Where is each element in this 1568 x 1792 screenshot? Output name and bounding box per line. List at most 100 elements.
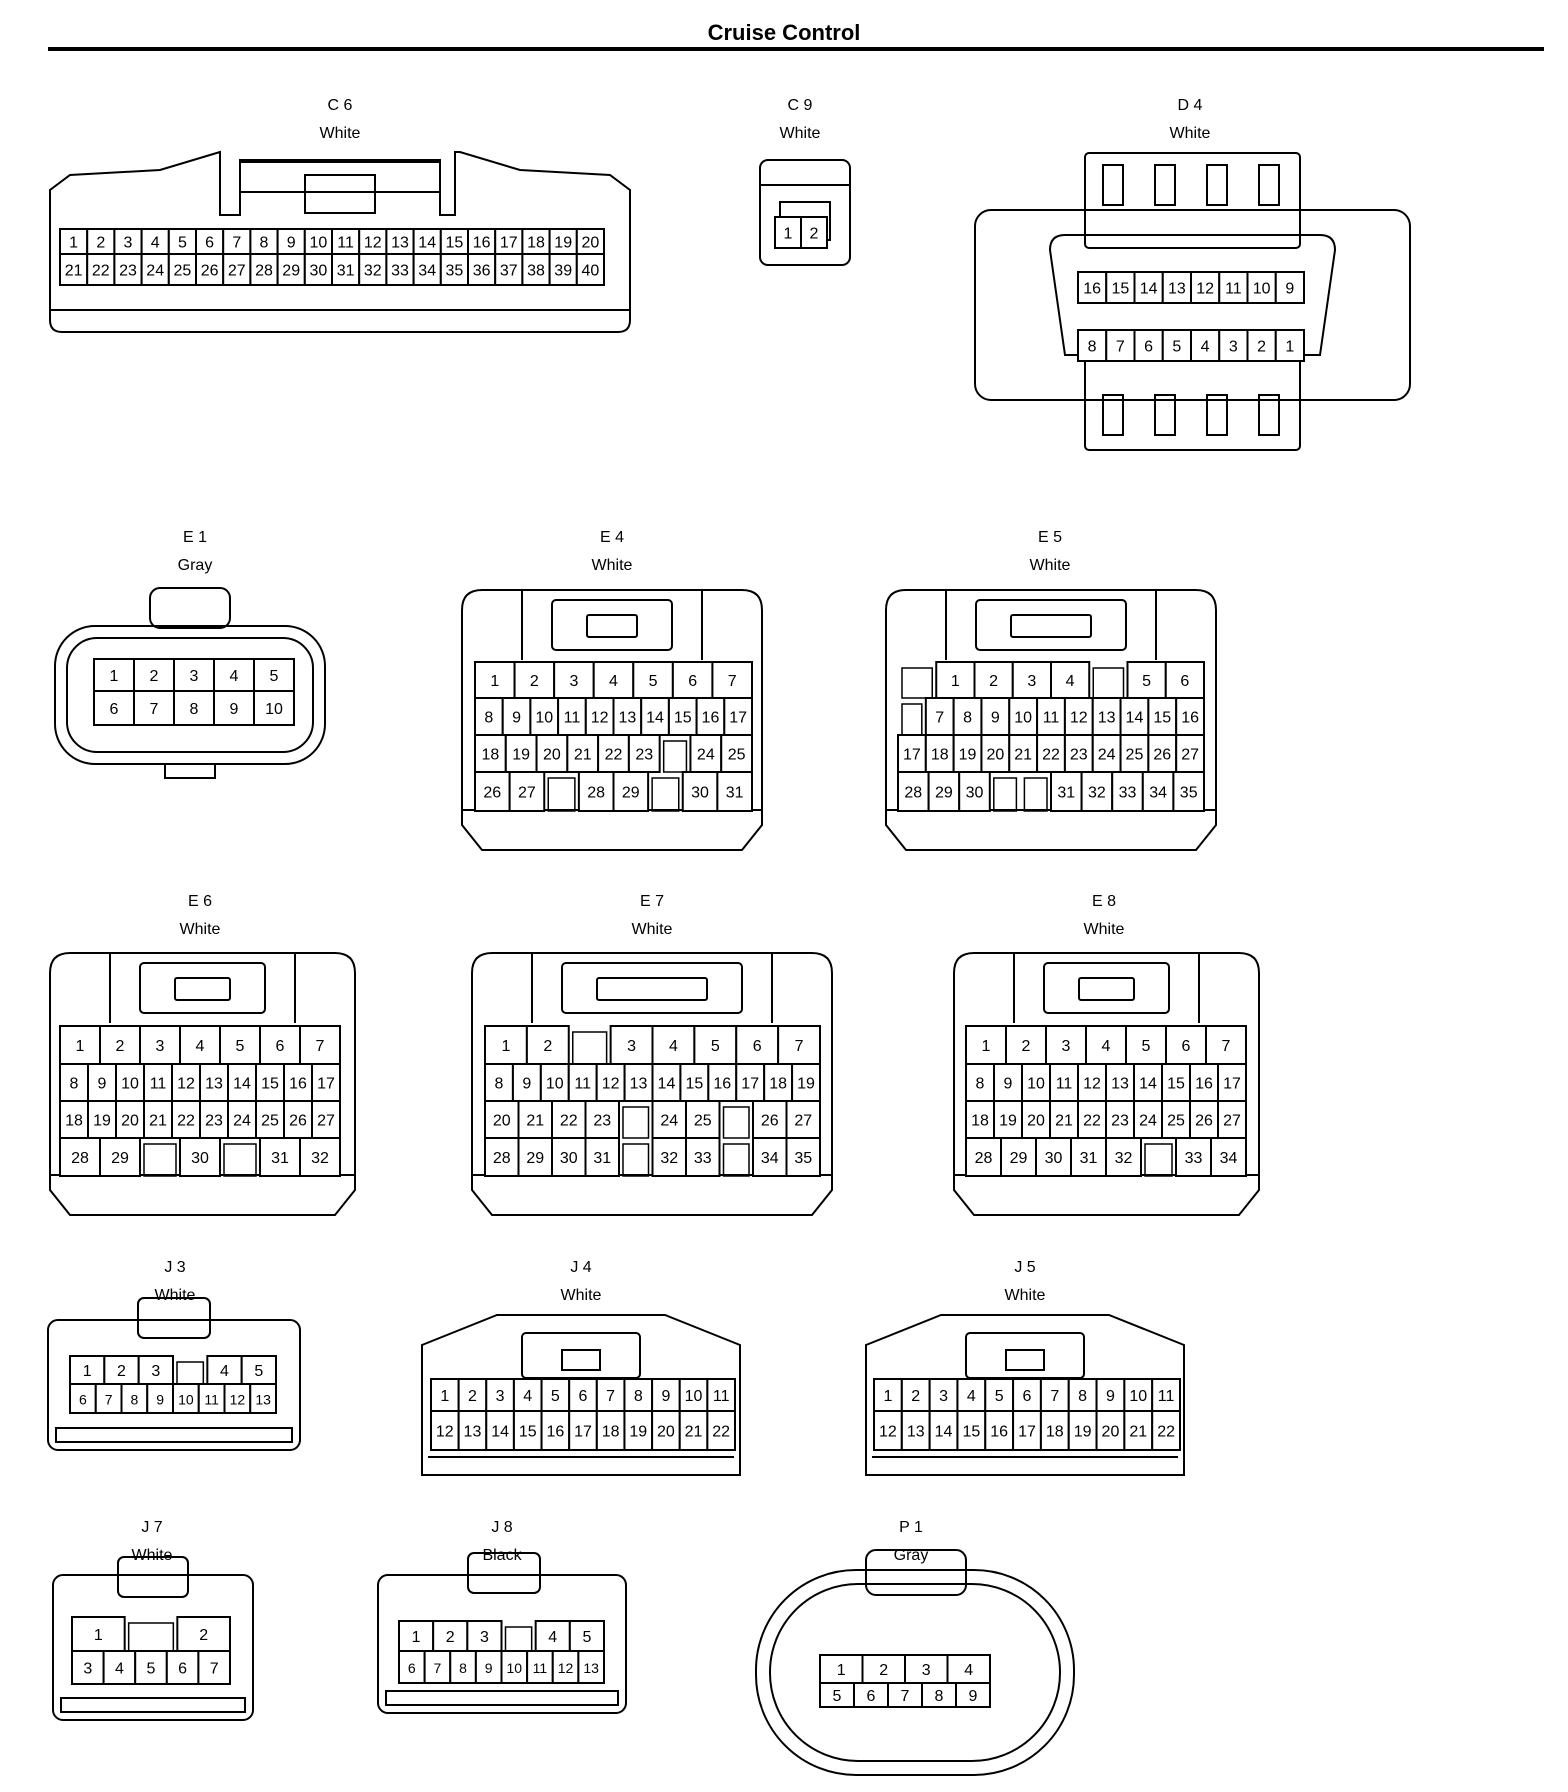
pin-cell bbox=[685, 1100, 721, 1139]
pin-number: 7 bbox=[901, 1688, 910, 1705]
empty-cavity bbox=[547, 777, 576, 812]
pin-number: 19 bbox=[1074, 1424, 1092, 1441]
pin-number: 29 bbox=[111, 1150, 129, 1167]
pin-cell bbox=[535, 734, 569, 773]
pin-number: 10 bbox=[178, 1392, 194, 1408]
empty-cavity bbox=[662, 740, 688, 773]
pin-number: 2 bbox=[446, 1629, 455, 1646]
pin-cell bbox=[430, 1378, 460, 1412]
pin-number: 15 bbox=[1111, 281, 1129, 298]
pin-number: 15 bbox=[1167, 1076, 1185, 1093]
pin-cell bbox=[597, 734, 630, 773]
pin-number: 29 bbox=[935, 785, 953, 802]
pin-number: 8 bbox=[70, 1076, 79, 1093]
pin-number: 9 bbox=[661, 1388, 670, 1405]
pin-number: 24 bbox=[1139, 1113, 1157, 1130]
guide-slot bbox=[1154, 164, 1176, 206]
pin-number: 8 bbox=[1078, 1388, 1087, 1405]
pin-cell bbox=[1008, 697, 1039, 736]
base-rail bbox=[55, 1427, 293, 1443]
pin-number: 31 bbox=[726, 785, 744, 802]
pin-number: 16 bbox=[713, 1076, 731, 1093]
pin-cell bbox=[540, 1378, 571, 1412]
guide-slot bbox=[1206, 394, 1228, 436]
pin-cell bbox=[1063, 734, 1094, 773]
pin-cell bbox=[1133, 329, 1164, 362]
empty-cavity bbox=[176, 1361, 205, 1385]
latch bbox=[1078, 977, 1135, 1001]
pin-cell bbox=[59, 1100, 89, 1139]
pin-cell bbox=[1172, 771, 1206, 812]
pin-number: 7 bbox=[232, 235, 241, 252]
pin-number: 34 bbox=[1220, 1150, 1238, 1167]
pin-number: 26 bbox=[1153, 747, 1171, 764]
pin-number: 18 bbox=[602, 1424, 620, 1441]
connector-id-label: P 1 bbox=[899, 1519, 923, 1536]
pin-number: 17 bbox=[500, 235, 518, 252]
pin-cell bbox=[800, 216, 828, 249]
pin-cell bbox=[577, 1650, 605, 1684]
empty-cavity bbox=[143, 1143, 177, 1177]
pin-number: 6 bbox=[205, 235, 214, 252]
pin-number: 33 bbox=[1185, 1150, 1203, 1167]
pin-number: 11 bbox=[337, 235, 354, 252]
pin-number: 28 bbox=[71, 1150, 89, 1167]
pin-number: 13 bbox=[255, 1392, 271, 1408]
pin-number: 2 bbox=[117, 1363, 126, 1380]
pin-number: 18 bbox=[527, 235, 545, 252]
pin-cell bbox=[99, 1137, 141, 1177]
pin-number: 3 bbox=[1062, 1038, 1071, 1055]
pin-number: 3 bbox=[496, 1388, 505, 1405]
pin-cell bbox=[1000, 1137, 1037, 1177]
connector-color-label: White bbox=[1005, 1287, 1046, 1304]
pin-number: 13 bbox=[618, 710, 636, 727]
pin-number: 19 bbox=[93, 1113, 111, 1130]
upper-guide bbox=[1084, 152, 1301, 249]
pin-number: 40 bbox=[582, 263, 600, 280]
empty-cavity bbox=[651, 777, 680, 812]
pin-number: 11 bbox=[1043, 710, 1060, 727]
empty-cavity bbox=[504, 1626, 533, 1652]
lock-tab bbox=[561, 962, 743, 1014]
pin-number: 12 bbox=[602, 1076, 620, 1093]
latch bbox=[1010, 614, 1092, 638]
pin-number: 10 bbox=[310, 235, 328, 252]
pin-number: 30 bbox=[1045, 1150, 1063, 1167]
pin-number: 23 bbox=[119, 263, 137, 280]
pin-cell bbox=[853, 1682, 889, 1708]
guide-slot bbox=[1154, 394, 1176, 436]
pin-number: 9 bbox=[522, 1076, 531, 1093]
connector-color-label: White bbox=[1170, 125, 1211, 142]
pin-number: 22 bbox=[1157, 1424, 1175, 1441]
pin-number: 23 bbox=[635, 747, 653, 764]
pin-cell bbox=[385, 228, 415, 255]
connector-housing bbox=[49, 150, 631, 333]
pin-number: 10 bbox=[546, 1076, 564, 1093]
pin-number: 23 bbox=[593, 1113, 611, 1130]
pin-cell bbox=[575, 253, 605, 286]
pin-number: 34 bbox=[418, 263, 436, 280]
pin-number: 21 bbox=[574, 747, 592, 764]
pin-number: 28 bbox=[904, 785, 922, 802]
pin-cell bbox=[206, 1355, 243, 1385]
pin-number: 2 bbox=[911, 1388, 920, 1405]
pin-cell bbox=[716, 771, 753, 812]
pin-cell bbox=[921, 1682, 957, 1708]
pin-number: 7 bbox=[150, 701, 159, 718]
pin-cell bbox=[311, 1100, 341, 1139]
pin-cell bbox=[331, 253, 361, 286]
pin-number: 29 bbox=[1010, 1150, 1028, 1167]
pin-number: 8 bbox=[976, 1076, 985, 1093]
pin-number: 9 bbox=[287, 235, 296, 252]
pin-number: 4 bbox=[230, 668, 239, 685]
pin-number: 9 bbox=[485, 1660, 493, 1676]
pin-number: 3 bbox=[190, 668, 199, 685]
pin-cell bbox=[508, 771, 546, 812]
pin-cell bbox=[146, 1383, 174, 1414]
pin-number: 11 bbox=[1158, 1388, 1175, 1405]
